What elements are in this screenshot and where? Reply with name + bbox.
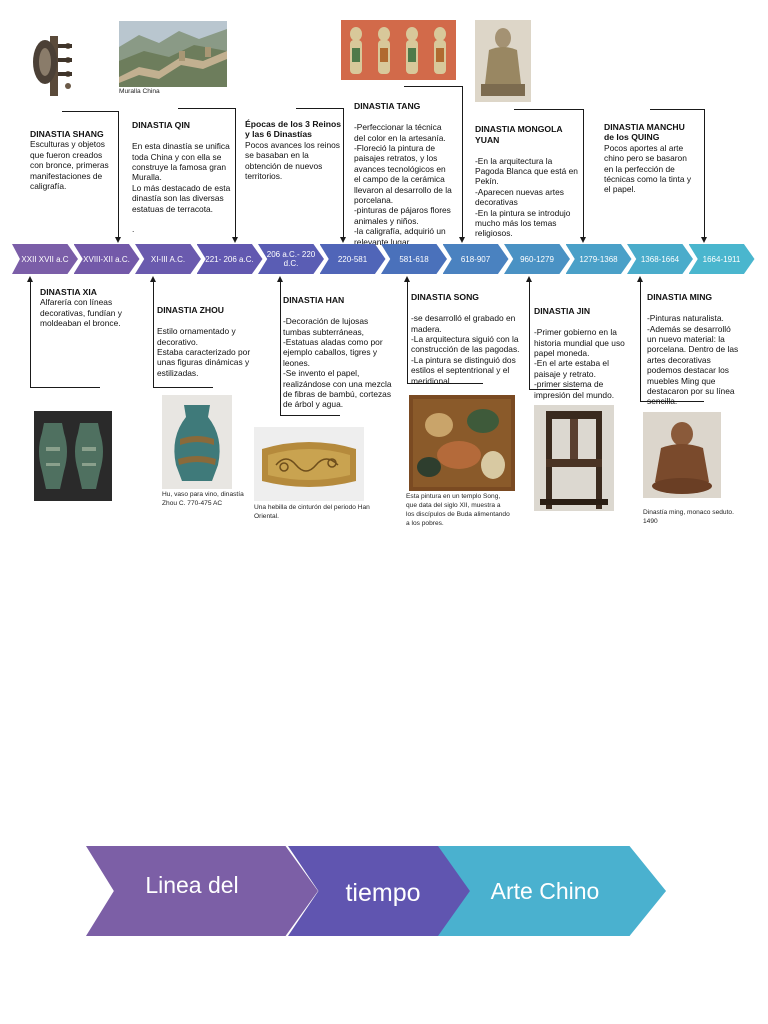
tang-body: -Perfeccionar la técnica del color en la… <box>354 122 452 247</box>
tang-figures-image <box>341 20 456 80</box>
jin-press-image <box>534 405 614 511</box>
song-block: DINASTIA SONG -se desarrolló el grabado … <box>411 282 521 386</box>
zhou-vase-image <box>162 395 232 489</box>
timeline-segment: 220-581 <box>319 244 386 274</box>
jin-block: DINASTIA JIN -Primer gobierno en la hist… <box>534 296 634 400</box>
yuan-block: DINASTIA MONGOLA YUAN -En la arquitectur… <box>475 114 583 239</box>
zhou-title: DINASTIA ZHOU <box>157 305 224 316</box>
xia-body: Alfarería con líneas decorativas, fundía… <box>40 297 122 329</box>
xia-block: DINASTIA XIA Alfarería con líneas decora… <box>40 287 122 329</box>
han-title: DINASTIA HAN <box>283 295 345 306</box>
han-belt-image <box>254 427 364 501</box>
timeline-segment: 206 a.C.- 220 d.C. <box>258 244 324 274</box>
ming-monk-image <box>643 412 721 498</box>
ming-monk-caption: Dinastía ming, monaco seduto. 1490 <box>643 509 734 525</box>
banner-segment-2: tiempo <box>288 846 478 936</box>
timeline-segment: XXII XVII a.C <box>12 244 78 274</box>
yuan-body: -En la arquitectura la Pagoda Blanca que… <box>475 155 578 239</box>
muralla-caption: Muralla China <box>119 88 160 95</box>
timeline-segment: 221- 206 a.C. <box>196 244 263 274</box>
xia-title: DINASTIA XIA <box>40 287 97 297</box>
jin-body: -Primer gobierno en la historia mundial … <box>534 327 625 400</box>
shang-title: DINASTIA SHANG <box>30 129 104 139</box>
qin-block: DINASTIA QIN En esta dinastía se unifica… <box>132 110 234 235</box>
zhou-body: Estilo ornamentado y decorativo. Estaba … <box>157 326 251 378</box>
han-body: -Decoración de lujosas tumbas subterráne… <box>283 316 392 410</box>
qing-block: DINASTIA MANCHU de los QUING Pocos aport… <box>604 122 692 195</box>
timeline-segment: 581-618 <box>381 244 447 274</box>
timeline-segment: 1664-1911 <box>688 244 755 274</box>
timeline-segment: XI-III A.C. <box>135 244 201 274</box>
ming-title: DINASTIA MING <box>647 292 713 303</box>
song-painting-caption: Esta pintura en un templo Song, que data… <box>406 493 510 527</box>
shang-body: Esculturas y objetos que fueron creados … <box>30 139 109 192</box>
ming-body: -Pinturas naturalista. -Además se desarr… <box>647 313 739 407</box>
qing-body: Pocos aportes al arte chino pero se basa… <box>604 142 692 195</box>
timeline-segment: 1279-1368 <box>565 244 632 274</box>
shang-block: DINASTIA SHANG Esculturas y objetos que … <box>30 129 116 191</box>
han-belt-caption: Una hebilla de cinturón del periodo Han … <box>254 504 370 520</box>
tres-reinos-title: Épocas de los 3 Reinos y las 6 Dinastías <box>245 119 341 140</box>
tang-title: DINASTIA TANG <box>354 101 421 112</box>
qing-title: DINASTIA MANCHU de los QUING <box>604 122 685 143</box>
banner-text-1: Linea del <box>145 871 239 898</box>
tang-block: DINASTIA TANG -Perfeccionar la técnica d… <box>354 91 454 247</box>
jin-title: DINASTIA JIN <box>534 306 591 317</box>
ming-block: DINASTIA MING -Pinturas naturalista. -Ad… <box>647 282 741 407</box>
han-block: DINASTIA HAN -Decoración de lujosas tumb… <box>283 285 397 410</box>
song-body: -se desarrolló el grabado en madera. -La… <box>411 313 520 386</box>
zhou-vase-caption: Hu, vaso para vino, dinastía Zhou C. 770… <box>162 491 244 507</box>
timeline-segment: XVIII-XII a.C. <box>73 244 140 274</box>
timeline-segment: 960-1279 <box>504 244 570 274</box>
banner-text-2: tiempo <box>345 878 421 907</box>
qin-title: DINASTIA QIN <box>132 120 190 131</box>
zhou-block: DINASTIA ZHOU Estilo ornamentado y decor… <box>157 295 261 378</box>
tres-reinos-body: Pocos avances los reinos se basaban en l… <box>245 139 340 182</box>
banner-segment-1: Linea del <box>86 846 318 936</box>
song-painting-image <box>409 395 515 491</box>
timeline-segment: 1368-1664 <box>627 244 693 274</box>
xia-vases-image <box>34 411 112 501</box>
bronze-object-image <box>30 32 84 100</box>
tres-reinos-block: Épocas de los 3 Reinos y las 6 Dinastías… <box>245 119 341 181</box>
qin-body: En esta dinastía se unifica toda China y… <box>132 141 231 235</box>
yuan-statue-image <box>475 20 531 102</box>
banner-text-3: Arte Chino <box>490 877 600 904</box>
banner-segment-3: Arte Chino <box>438 846 666 936</box>
yuan-title: DINASTIA MONGOLA YUAN <box>475 124 563 145</box>
great-wall-image <box>119 21 227 87</box>
timeline-segment: 618-907 <box>442 244 509 274</box>
song-title: DINASTIA SONG <box>411 292 479 303</box>
